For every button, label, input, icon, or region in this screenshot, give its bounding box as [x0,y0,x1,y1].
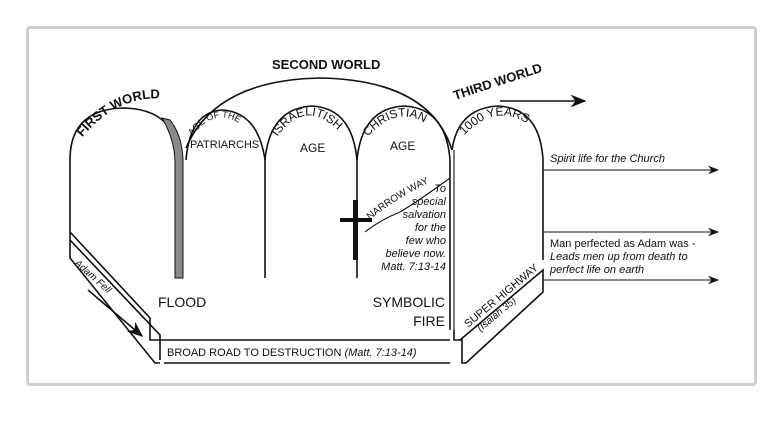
adam-fell-slope-base [69,240,160,364]
spirit-life-label: Spirit life for the Church [550,153,665,165]
first-world-label: FIRST WORLD [73,86,160,139]
narrow-way-desc-line: for the [415,222,446,234]
narrow-way-desc-line: Matt. 7:13-14 [381,261,446,273]
leads-men-label-1: Leads men up from death to [550,251,688,263]
christian-arch [356,105,451,330]
third-world-label: THIRD WORLD [451,60,544,103]
patriarchs-top-label: AGE OF THE [186,109,243,137]
patriarchs-arch [185,109,266,161]
diagram-frame [26,26,757,386]
leads-men-label-2: perfect life on earth [549,264,644,276]
broad-road-box [164,339,450,364]
symbolic-fire-label: SYMBOLIC [373,294,445,310]
israelitish-age-label: AGE [300,141,325,155]
narrow-way-description: To special salvation for the few who bel… [381,183,446,273]
narrow-way-desc-line: believe now. [385,248,446,260]
flood-band [160,117,184,279]
adam-fell-arrow [87,289,144,338]
millennium-arch [451,105,544,260]
adam-fell-slope-outer [69,231,164,341]
super-highway-label: SUPER HIGHWAY [462,262,541,331]
christian-age-label: AGE [390,139,415,153]
narrow-way-desc-line: salvation [403,209,446,221]
millennium-label: 1000 YEARS [456,104,532,137]
man-perfected-label: Man perfected as Adam was - [550,238,696,250]
adam-fell-slope-inner [69,232,161,360]
symbolic-fire-label-2: FIRE [413,313,445,329]
second-world-label: SECOND WORLD [272,57,380,72]
narrow-way-line [364,177,451,233]
first-world-arch [69,107,184,279]
cross-icon [340,200,372,260]
narrow-way-desc-line: To [434,183,446,195]
narrow-way-desc-line: special [412,196,447,208]
flood-label: FLOOD [158,294,206,310]
super-highway-ramp [453,268,544,364]
patriarchs-label: PATRIARCHS [190,139,259,151]
israelitish-top-label: ISRAELITISH [268,104,345,138]
israelitish-arch [264,105,358,278]
christian-top-label: CHRISTIAN [360,105,430,139]
broad-road-label: BROAD ROAD TO DESTRUCTION (Matt. 7:13-14… [167,347,417,359]
narrow-way-desc-line: few who [406,235,446,247]
